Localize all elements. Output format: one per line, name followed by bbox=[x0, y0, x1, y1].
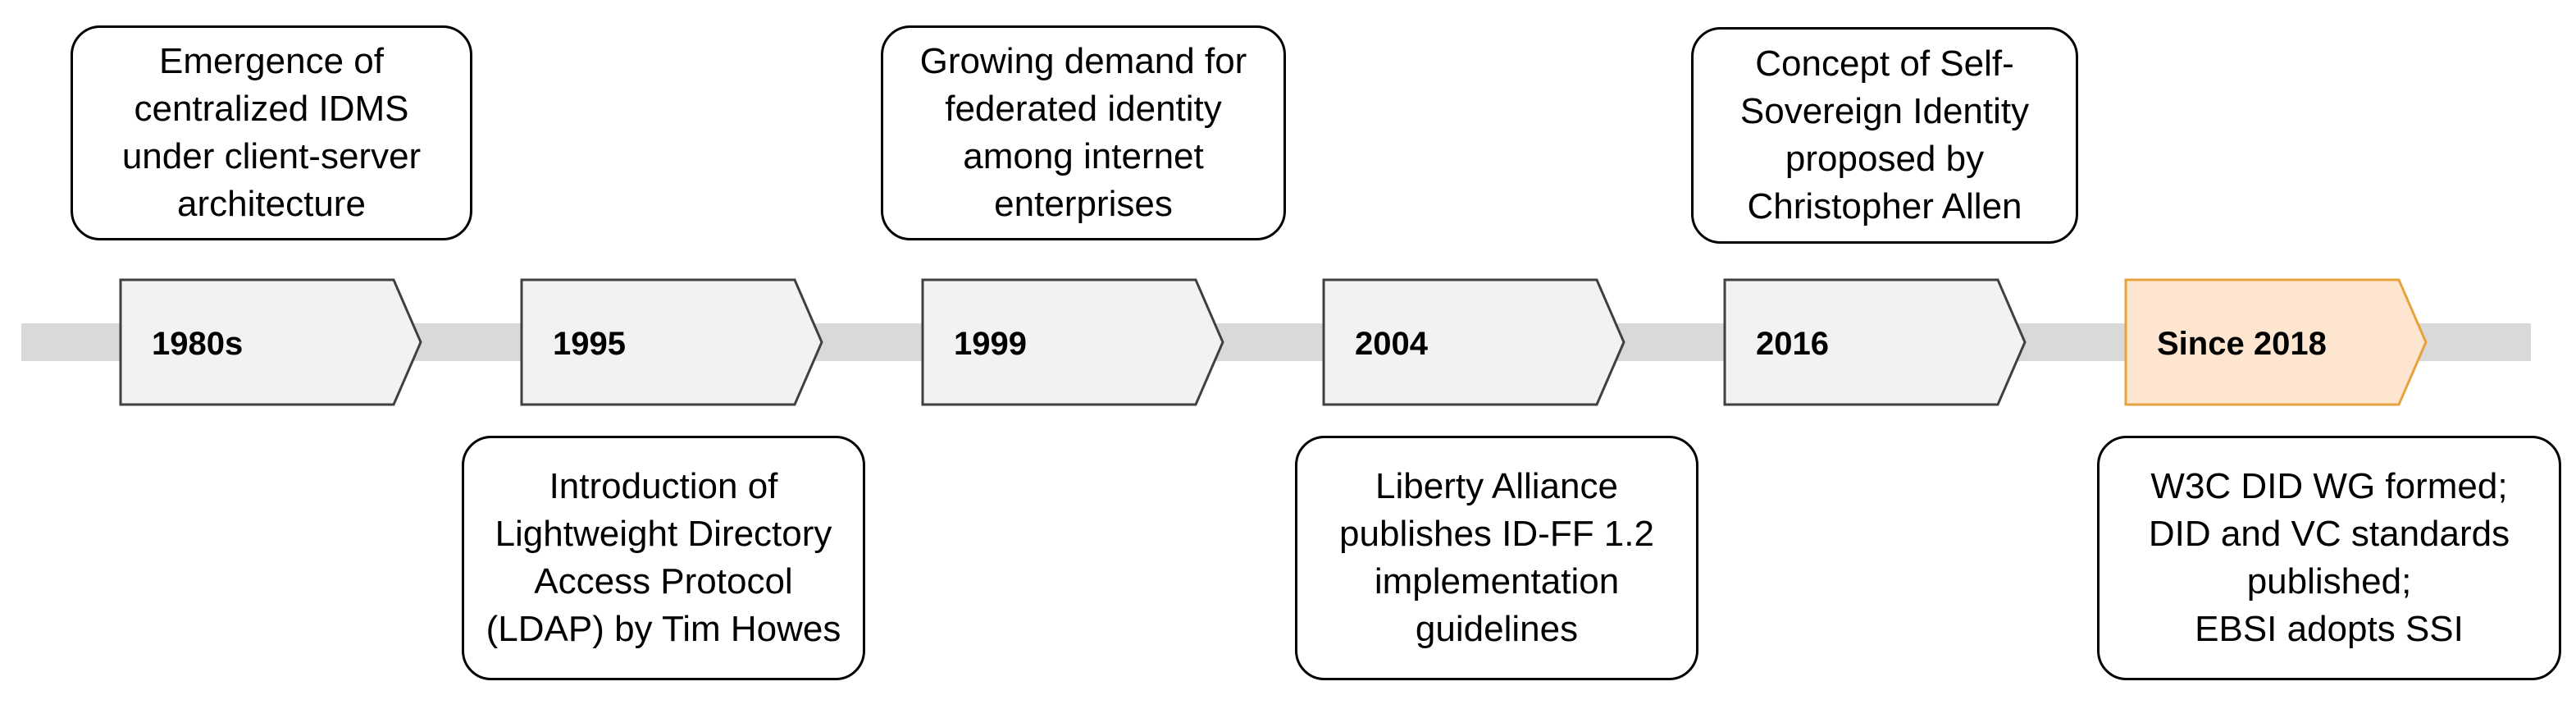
milestone-note-text: Concept of Self- Sovereign Identity prop… bbox=[1739, 43, 2030, 226]
milestone-year-label: 1995 bbox=[553, 326, 626, 362]
milestone-note-text: Introduction of Lightweight Directory Ac… bbox=[486, 466, 841, 649]
milestone-arrow bbox=[520, 278, 823, 406]
timeline-track bbox=[21, 323, 2531, 361]
milestone-note-1999: Growing demand for federated identity am… bbox=[881, 25, 1286, 240]
milestone-note-since-2018: W3C DID WG formed; DID and VC standards … bbox=[2097, 436, 2561, 680]
milestone-note-2004: Liberty Alliance publishes ID-FF 1.2 imp… bbox=[1295, 436, 1698, 680]
milestone-2016: 2016 bbox=[1723, 278, 2027, 406]
milestone-year-label: 1999 bbox=[954, 326, 1027, 362]
milestone-year-label: Since 2018 bbox=[2157, 326, 2327, 362]
milestone-year-label: 2016 bbox=[1756, 326, 1829, 362]
milestone-arrow bbox=[1322, 278, 1625, 406]
milestone-since-2018: Since 2018 bbox=[2124, 278, 2428, 406]
milestone-1980s: 1980s bbox=[119, 278, 422, 406]
milestone-note-text: Emergence of centralized IDMS under clie… bbox=[121, 41, 422, 224]
milestone-note-text: Growing demand for federated identity am… bbox=[919, 41, 1247, 224]
milestone-2004: 2004 bbox=[1322, 278, 1625, 406]
milestone-1999: 1999 bbox=[921, 278, 1224, 406]
milestone-arrow bbox=[921, 278, 1224, 406]
milestone-arrow bbox=[119, 278, 422, 406]
milestone-note-text: Liberty Alliance publishes ID-FF 1.2 imp… bbox=[1339, 466, 1654, 649]
milestone-arrow-highlighted bbox=[2124, 278, 2428, 406]
milestone-year-label: 2004 bbox=[1355, 326, 1429, 362]
milestone-arrow bbox=[1723, 278, 2027, 406]
milestone-note-1995: Introduction of Lightweight Directory Ac… bbox=[462, 436, 865, 680]
milestone-note-2016: Concept of Self- Sovereign Identity prop… bbox=[1691, 27, 2078, 244]
milestone-1995: 1995 bbox=[520, 278, 823, 406]
milestone-note-text: W3C DID WG formed; DID and VC standards … bbox=[2148, 466, 2510, 649]
milestone-year-label: 1980s bbox=[152, 326, 243, 362]
milestone-note-1980s: Emergence of centralized IDMS under clie… bbox=[71, 25, 472, 240]
